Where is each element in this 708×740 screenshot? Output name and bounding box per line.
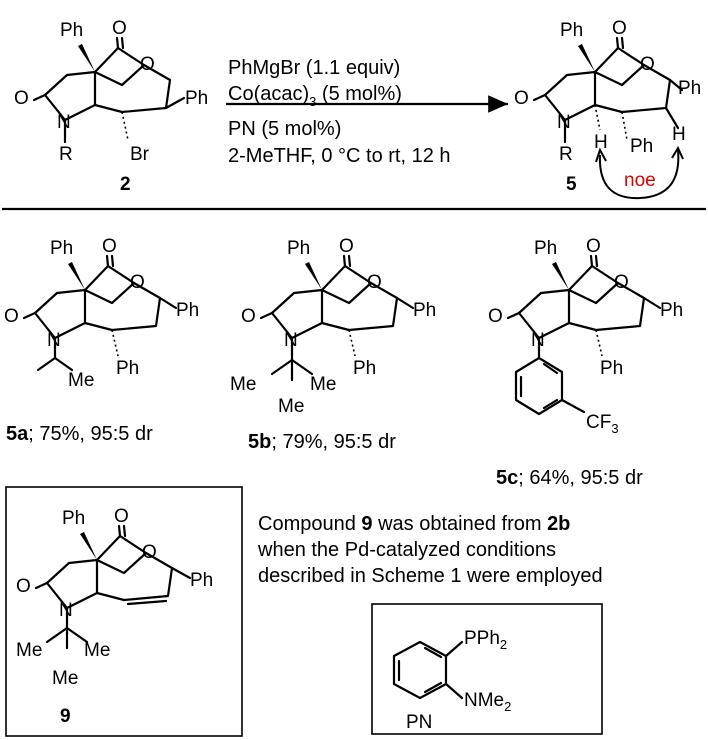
compound-label-9: 9 — [60, 706, 71, 727]
example-5b: O Ph O Ph O N Ph Me Me Me 5b; 79%, 95:5 … — [230, 236, 436, 453]
atom-ph: Ph — [50, 238, 73, 259]
compound-9-box: O Ph O Ph O N Me Me Me 9 — [5, 486, 243, 737]
atom-ph: Ph — [60, 20, 83, 41]
atom-o: O — [140, 54, 155, 75]
ligand-pn-box: PPh2 NMe2 PN — [371, 603, 603, 735]
noe-arrowhead-left — [595, 147, 607, 163]
note-line-1: Compound 9 was obtained from 2b — [258, 513, 570, 535]
example-5c: O Ph O Ph O N Ph CF3 5c; 64%, 95:5 dr — [488, 236, 683, 489]
atom-me: Me — [310, 374, 336, 395]
atom-ph: Ph — [287, 238, 310, 259]
atom-h: H — [672, 124, 686, 145]
atom-pph2: PPh2 — [464, 628, 507, 652]
atom-o: O — [614, 272, 629, 293]
condition-catalyst: Co(acac)3 (5 mol%) — [228, 83, 402, 109]
note-line-3: described in Scheme 1 were employed — [258, 565, 603, 587]
ligand-frame — [371, 603, 603, 735]
atom-o: O — [241, 306, 256, 327]
atom-r: R — [59, 144, 73, 165]
atom-me: Me — [278, 396, 304, 417]
example-caption-5b: 5b; 79%, 95:5 dr — [248, 431, 396, 453]
atom-ph: Ph — [660, 300, 683, 321]
atom-nme2: NMe2 — [464, 690, 511, 714]
noe-label: noe — [624, 170, 656, 191]
atom-o: O — [14, 88, 29, 109]
condition-reagent: PhMgBr (1.1 equiv) — [228, 57, 400, 79]
atom-n: N — [47, 330, 61, 351]
atom-cf3: CF3 — [586, 412, 619, 436]
condition-solvent: 2-MeTHF, 0 °C to rt, 12 h — [228, 145, 451, 167]
example-5a: O Ph O Ph O N Ph Me 5a; 75%, 95:5 dr — [4, 236, 199, 445]
atom-ph: Ph — [190, 570, 213, 591]
atom-o: O — [514, 88, 529, 109]
atom-o: O — [367, 272, 382, 293]
atom-o: O — [339, 236, 354, 257]
atom-o: O — [16, 576, 31, 597]
example-caption-5c: 5c; 64%, 95:5 dr — [496, 467, 643, 489]
atom-br: Br — [130, 144, 150, 165]
atom-n: N — [284, 330, 298, 351]
noe-arrowhead-right — [671, 145, 684, 160]
atom-me: Me — [230, 374, 256, 395]
atom-h: H — [594, 132, 608, 153]
atom-me: Me — [52, 668, 78, 689]
atom-n: N — [57, 112, 71, 133]
compound-9-note: Compound 9 was obtained from 2b when the… — [257, 513, 603, 587]
note-line-2: when the Pd-catalyzed conditions — [257, 539, 556, 561]
atom-o: O — [612, 18, 627, 39]
atom-me: Me — [16, 640, 42, 661]
compound-label-5: 5 — [566, 174, 577, 195]
atom-ph: Ph — [630, 136, 653, 157]
atom-me: Me — [84, 640, 110, 661]
atom-n: N — [531, 330, 545, 351]
atom-ph: Ph — [353, 358, 376, 379]
atom-ph: Ph — [176, 300, 199, 321]
compound-9-frame — [5, 486, 243, 737]
noe-arc — [598, 149, 680, 200]
atom-r: R — [559, 144, 573, 165]
atom-ph: Ph — [560, 20, 583, 41]
atom-me: Me — [68, 370, 94, 391]
atom-ph: Ph — [185, 88, 208, 109]
atom-ph: Ph — [116, 358, 139, 379]
atom-o: O — [112, 18, 127, 39]
atom-ph: Ph — [600, 358, 623, 379]
example-caption-5a: 5a; 75%, 95:5 dr — [6, 423, 153, 445]
atom-ph: Ph — [62, 508, 85, 529]
start-material-2: O Ph O Ph O N R Br 2 — [14, 18, 208, 195]
condition-ligand: PN (5 mol%) — [228, 118, 341, 140]
atom-o: O — [640, 54, 655, 75]
atom-o: O — [130, 272, 145, 293]
product-5: O Ph O Ph O N R H Ph H 5 noe — [514, 18, 701, 200]
reaction-arrow-group: PhMgBr (1.1 equiv) Co(acac)3 (5 mol%) PN… — [226, 57, 508, 167]
atom-o: O — [586, 236, 601, 257]
compound-label-2: 2 — [120, 174, 131, 195]
ligand-label: PN — [406, 712, 432, 733]
atom-ph: Ph — [678, 78, 701, 99]
atom-n: N — [59, 600, 73, 621]
atom-o: O — [488, 306, 503, 327]
atom-ph: Ph — [413, 300, 436, 321]
atom-o: O — [102, 236, 117, 257]
atom-o: O — [114, 506, 129, 527]
atom-o: O — [4, 306, 19, 327]
atom-ph: Ph — [534, 238, 557, 259]
atom-o: O — [142, 542, 157, 563]
atom-n: N — [557, 112, 571, 133]
